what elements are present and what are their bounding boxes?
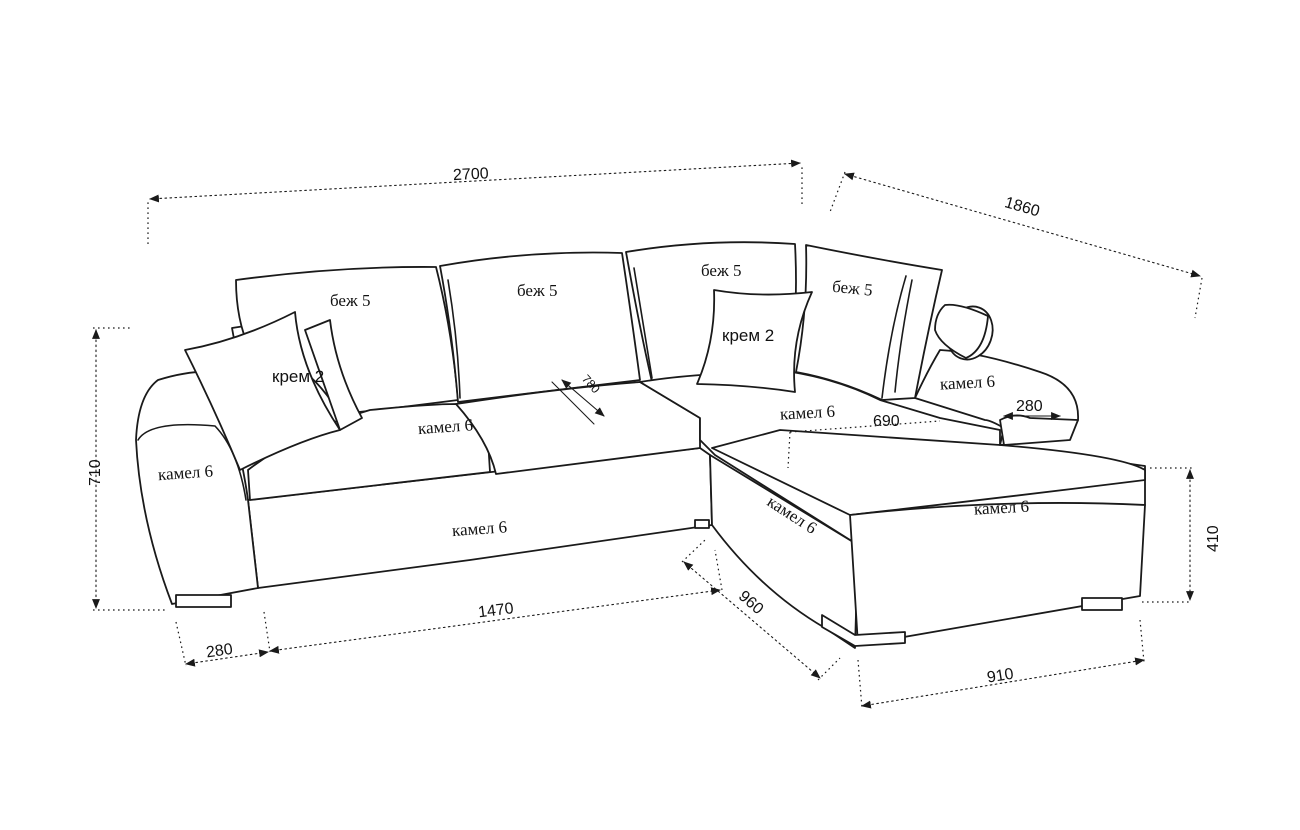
- label-back-cushion-4: беж 5: [831, 277, 873, 300]
- back-cushion-2: [439, 251, 641, 403]
- dim-1860: 1860: [1003, 194, 1042, 220]
- label-back-cushion-1: беж 5: [330, 291, 370, 310]
- chaise-base: [849, 502, 1146, 646]
- label-arm-left: камел 6: [157, 461, 213, 484]
- sofa-body: [135, 241, 1146, 649]
- pillow-right: [696, 289, 813, 393]
- label-back-cushion-2: беж 5: [517, 281, 557, 300]
- pillow-left: [184, 311, 341, 471]
- label-chaise-back: камел 6: [939, 372, 995, 394]
- dim-960: 960: [735, 588, 766, 618]
- label-corner-seat: камел 6: [779, 402, 835, 424]
- label-seat-left: камел 6: [417, 415, 473, 438]
- dim-690: 690: [873, 413, 900, 430]
- dim-280-roll: 280: [1016, 398, 1043, 415]
- dim-410: 410: [1205, 525, 1222, 552]
- dim-710: 710: [87, 459, 104, 486]
- foot-mid: [694, 519, 710, 529]
- dim-2700: 2700: [453, 165, 490, 184]
- dim-1470: 1470: [477, 600, 515, 621]
- foot-chaise: [1081, 597, 1123, 611]
- dim-910: 910: [986, 666, 1015, 687]
- label-pillow-right: крем 2: [722, 326, 774, 345]
- foot-corner: [821, 614, 906, 647]
- label-back-cushion-3: беж 5: [701, 261, 741, 280]
- chaise-seat: [711, 429, 1146, 516]
- label-pillow-left: крем 2: [272, 367, 324, 386]
- pillow-left-back: [304, 319, 363, 431]
- label-chaise-seat: камел 6: [973, 497, 1029, 519]
- foot-left: [175, 594, 232, 608]
- dimensions: [92, 159, 1203, 709]
- label-base-front: камел 6: [451, 517, 507, 540]
- dim-280-arm: 280: [205, 641, 234, 662]
